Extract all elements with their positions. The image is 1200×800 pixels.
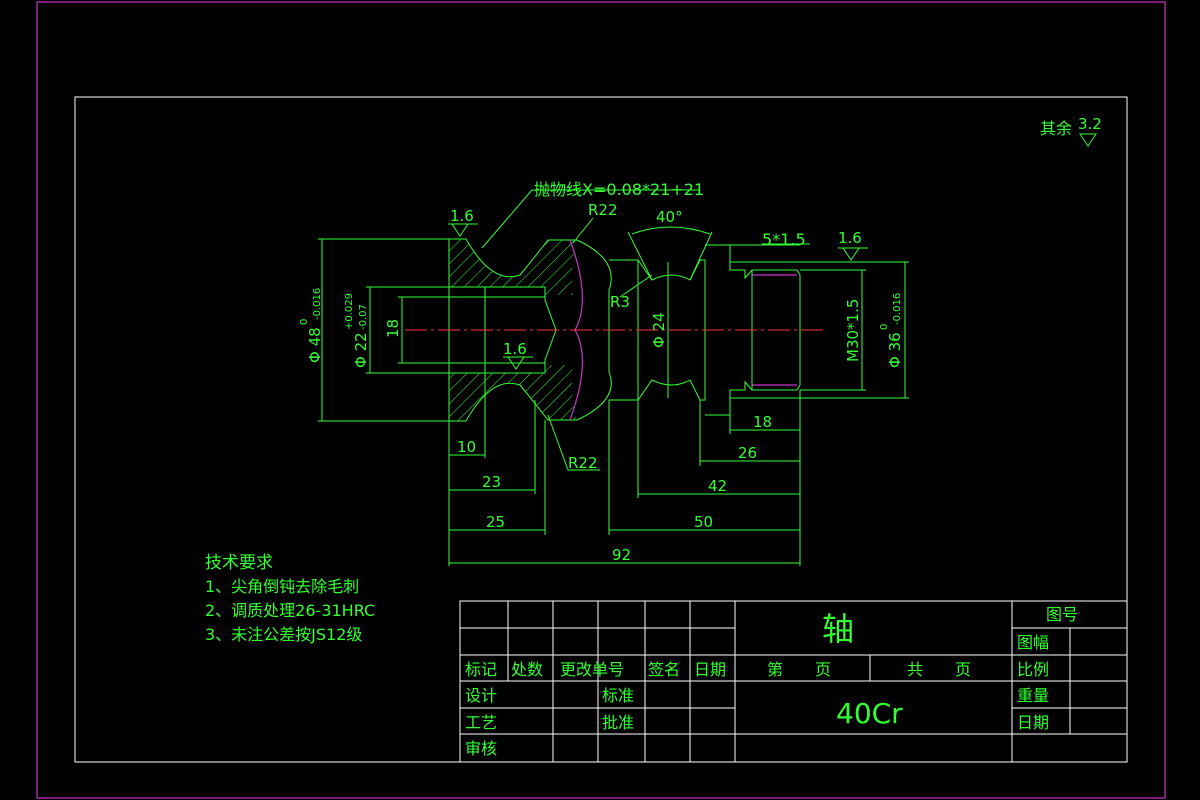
hatch-region-upper	[449, 239, 577, 295]
header-mark: 标记	[465, 660, 497, 679]
header-change-no: 更改单号	[560, 660, 624, 679]
roughness-3: 1.6	[503, 340, 527, 358]
approve-label: 批准	[602, 713, 634, 732]
left-body-outline	[448, 238, 612, 422]
dim-25: 25	[486, 513, 505, 531]
dim-50: 50	[694, 513, 713, 531]
dia-24: Φ 24	[650, 312, 668, 348]
drawing-no-label: 图号	[1046, 605, 1078, 624]
roughness-other-prefix: 其余	[1040, 119, 1072, 138]
sheet-label: 第 页	[767, 660, 831, 679]
roughness-2: 1.6	[838, 229, 862, 247]
tech-item-2: 2、调质处理26-31HRC	[205, 601, 375, 620]
dia-48-upper: 0	[299, 319, 310, 325]
design-label: 设计	[465, 686, 497, 705]
weight-label: 重量	[1017, 686, 1049, 705]
angle-line-right	[689, 231, 713, 281]
dia-22-upper: +0.029	[344, 293, 355, 330]
roughness-other-value: 3.2	[1078, 115, 1102, 133]
dim-92: 92	[612, 546, 631, 564]
dia-22-lower: -0.07	[358, 304, 369, 330]
scale-label: 比例	[1017, 660, 1049, 679]
part-name: 轴	[822, 610, 854, 648]
dim-23: 23	[482, 473, 501, 491]
roughness-symbol-3	[503, 356, 533, 370]
dia-48-main: Φ 48	[306, 327, 324, 363]
angle-label: 40°	[656, 208, 683, 226]
standard-label: 标准	[602, 686, 634, 705]
review-label: 审核	[465, 739, 497, 758]
material: 40Cr	[836, 697, 903, 730]
vertical-dimensions	[318, 238, 909, 422]
dia-22-main: Φ 22	[352, 332, 370, 368]
dia-36-main: Φ 36	[886, 332, 904, 368]
tech-item-1: 1、尖角倒钝去除毛刺	[205, 577, 359, 596]
title-block-grid	[459, 600, 1128, 763]
groove-label: 5*1.5	[762, 230, 806, 249]
dim-10: 10	[457, 438, 476, 456]
parabola-note: 抛物线X=0.08*21+21	[534, 180, 704, 199]
roughness-symbol-other	[1079, 133, 1097, 147]
dia-48-lower: -0.016	[312, 288, 323, 320]
radius-small: R3	[610, 293, 630, 311]
dia-36-upper: 0	[879, 324, 890, 330]
horizontal-dimensions	[448, 373, 801, 566]
dim-26: 26	[738, 444, 757, 462]
date-label: 日期	[1017, 713, 1049, 732]
radius-top: R22	[588, 201, 618, 219]
header-date: 日期	[694, 660, 726, 679]
hatch-region-lower	[449, 365, 577, 421]
shaft-drawing	[318, 133, 1097, 566]
angle-line-left	[627, 231, 653, 281]
sheet-border	[36, 1, 1166, 799]
dim-42: 42	[708, 477, 727, 495]
process-label: 工艺	[465, 713, 497, 732]
total-label: 共 页	[907, 660, 971, 679]
dia-36-lower: -0.016	[892, 293, 903, 325]
radius-bottom: R22	[568, 454, 598, 472]
leader-lines	[481, 189, 810, 471]
roughness-symbol-1	[448, 223, 478, 237]
roughness-1: 1.6	[450, 207, 474, 225]
right-shaft-outline	[705, 244, 801, 416]
header-signature: 签名	[648, 660, 680, 679]
tech-item-3: 3、未注公差按JS12级	[205, 625, 362, 644]
dim-18: 18	[753, 413, 772, 431]
header-count: 处数	[511, 660, 543, 679]
format-label: 图幅	[1017, 633, 1049, 652]
angle-arc	[631, 226, 711, 235]
dim-18-vertical: 18	[384, 319, 402, 338]
thread-label: M30*1.5	[844, 299, 862, 362]
tech-title: 技术要求	[205, 553, 273, 573]
roughness-symbol-2	[838, 247, 868, 261]
